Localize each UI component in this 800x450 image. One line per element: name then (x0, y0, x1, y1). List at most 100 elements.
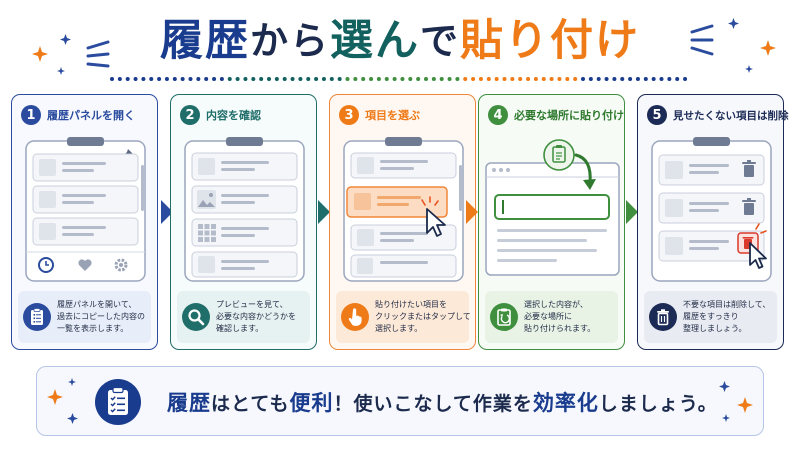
trash-icon (742, 160, 756, 177)
title-part-paste: 貼り付け (460, 16, 641, 66)
step-4-description: 選択した内容が、必要な場所に貼り付けられます。 (485, 291, 618, 343)
underline-dot (321, 77, 326, 81)
step-heading: 必要な場所に貼り付け (514, 109, 624, 122)
clock-icon (38, 257, 54, 273)
step-1-header: 1 履歴パネルを開く (12, 95, 157, 135)
underline-dot (117, 77, 122, 81)
underline-dot (110, 77, 114, 81)
underline-dot (447, 77, 452, 81)
clipboard-list-icon (23, 303, 51, 331)
grid-icon (198, 224, 216, 242)
cursor-icon (426, 208, 446, 237)
step-description-text: 履歴パネルを開いて、過去にコピーした内容の一覧を表示します。 (57, 300, 145, 333)
trash-icon (649, 303, 677, 331)
step-5-header: 5 見せたくない項目は削除 (638, 95, 789, 135)
step-heading: 内容を確認 (206, 109, 261, 122)
step-description-text: 選択した内容が、必要な場所に貼り付けられます。 (524, 300, 596, 333)
underline-dot (267, 77, 271, 81)
underline-dot (471, 77, 476, 81)
step-3-description: 貼り付けたい項目をクリックまたはタップして選択します。 (336, 291, 471, 343)
image-icon (197, 190, 216, 209)
gear-icon (114, 258, 128, 272)
underline-dot (369, 77, 374, 81)
step-1-description: 履歴パネルを開いて、過去にコピーした内容の一覧を表示します。 (18, 291, 151, 343)
underline-dot (172, 77, 177, 81)
page-title: 履歴 から 選ん で 貼り付け (0, 6, 800, 68)
underline-dot (337, 77, 342, 81)
clipboard-check-icon (95, 379, 141, 425)
underline-dot (565, 77, 570, 81)
underline-dot (282, 77, 287, 81)
step-3-panel: 3 項目を選ぶ 貼り付けたい項目をクリックまたはタップして選択します。 (329, 94, 476, 350)
underline-dot (541, 77, 546, 81)
step-heading: 履歴パネルを開く (47, 109, 135, 122)
paste-icon (490, 303, 518, 331)
underline-dot (149, 77, 154, 81)
underline-dot (384, 77, 389, 81)
underline-dot (361, 77, 366, 81)
underline-dot (596, 77, 601, 81)
underline-dot (486, 77, 491, 81)
underline-dot (408, 77, 413, 81)
step-1-panel: 1 履歴パネルを開く (11, 94, 158, 350)
underline-dot (651, 77, 656, 81)
sparkle-decoration (719, 381, 753, 422)
underline-dot (494, 77, 499, 81)
underline-dot (502, 77, 507, 81)
step-2-header: 2 内容を確認 (171, 95, 316, 135)
sparkle-decoration (47, 378, 78, 424)
step-number-badge: 5 (647, 105, 667, 125)
step-4-header: 4 必要な場所に貼り付け (479, 95, 624, 135)
underline-dot (353, 77, 358, 81)
step-3-illustration (343, 137, 464, 282)
underline-dot (643, 77, 648, 81)
click-burst (421, 196, 439, 206)
underline-dot (604, 77, 609, 81)
underline-dot (659, 77, 664, 81)
underline-dot (133, 77, 138, 81)
step-3-header: 3 項目を選ぶ (330, 95, 475, 135)
step-2-description: プレビューを見て、必要な内容かどうかを確認します。 (177, 291, 310, 343)
step-number-badge: 1 (21, 105, 41, 125)
magnifier-icon (182, 303, 210, 331)
underline-dot (478, 77, 483, 81)
clipboard-icon (543, 139, 575, 171)
underline-dot (243, 77, 248, 81)
step-5-panel: 5 見せたくない項目は削除 不要な項目は削除して (637, 94, 789, 350)
underline-dot (526, 77, 531, 81)
title-part-choose: 選ん (330, 16, 420, 66)
underline-dot (345, 77, 350, 81)
underline-dot (635, 77, 640, 81)
underline-dot (204, 77, 209, 81)
step-2-illustration (184, 137, 305, 282)
step-number-badge: 3 (339, 105, 359, 125)
tap-hand-icon (341, 303, 369, 331)
title-dotted-underline (110, 77, 688, 81)
underline-dot (227, 77, 232, 81)
flow-arrow-4 (626, 200, 638, 224)
underline-dot (533, 77, 538, 81)
step-5-description: 不要な項目は削除して、履歴をすっきり整理しましょう。 (644, 291, 777, 343)
underline-dot (510, 77, 515, 81)
underline-dot (675, 77, 680, 81)
underline-dot (667, 77, 672, 81)
step-2-panel: 2 内容を確認 プレビューを見て、必要な内容かどうかを確認します。 (170, 94, 317, 350)
underline-dot (196, 77, 201, 81)
cursor-icon (749, 242, 767, 269)
underline-dot (329, 77, 334, 81)
flow-arrow-2 (318, 200, 330, 224)
step-1-illustration (25, 137, 146, 282)
underline-dot (581, 77, 585, 81)
step-description-text: 不要な項目は削除して、履歴をすっきり整理しましょう。 (683, 300, 771, 333)
underline-dot (431, 77, 436, 81)
flow-arrow-3 (466, 200, 478, 224)
underline-dot (518, 77, 523, 81)
underline-dot (314, 77, 319, 81)
underline-dot (573, 77, 578, 81)
title-part-from: から (249, 18, 330, 63)
flow-arrow-1 (161, 200, 173, 224)
title-part-de: で (420, 18, 461, 63)
underline-dot (180, 77, 185, 81)
underline-dot (125, 77, 130, 81)
underline-dot (290, 77, 295, 81)
